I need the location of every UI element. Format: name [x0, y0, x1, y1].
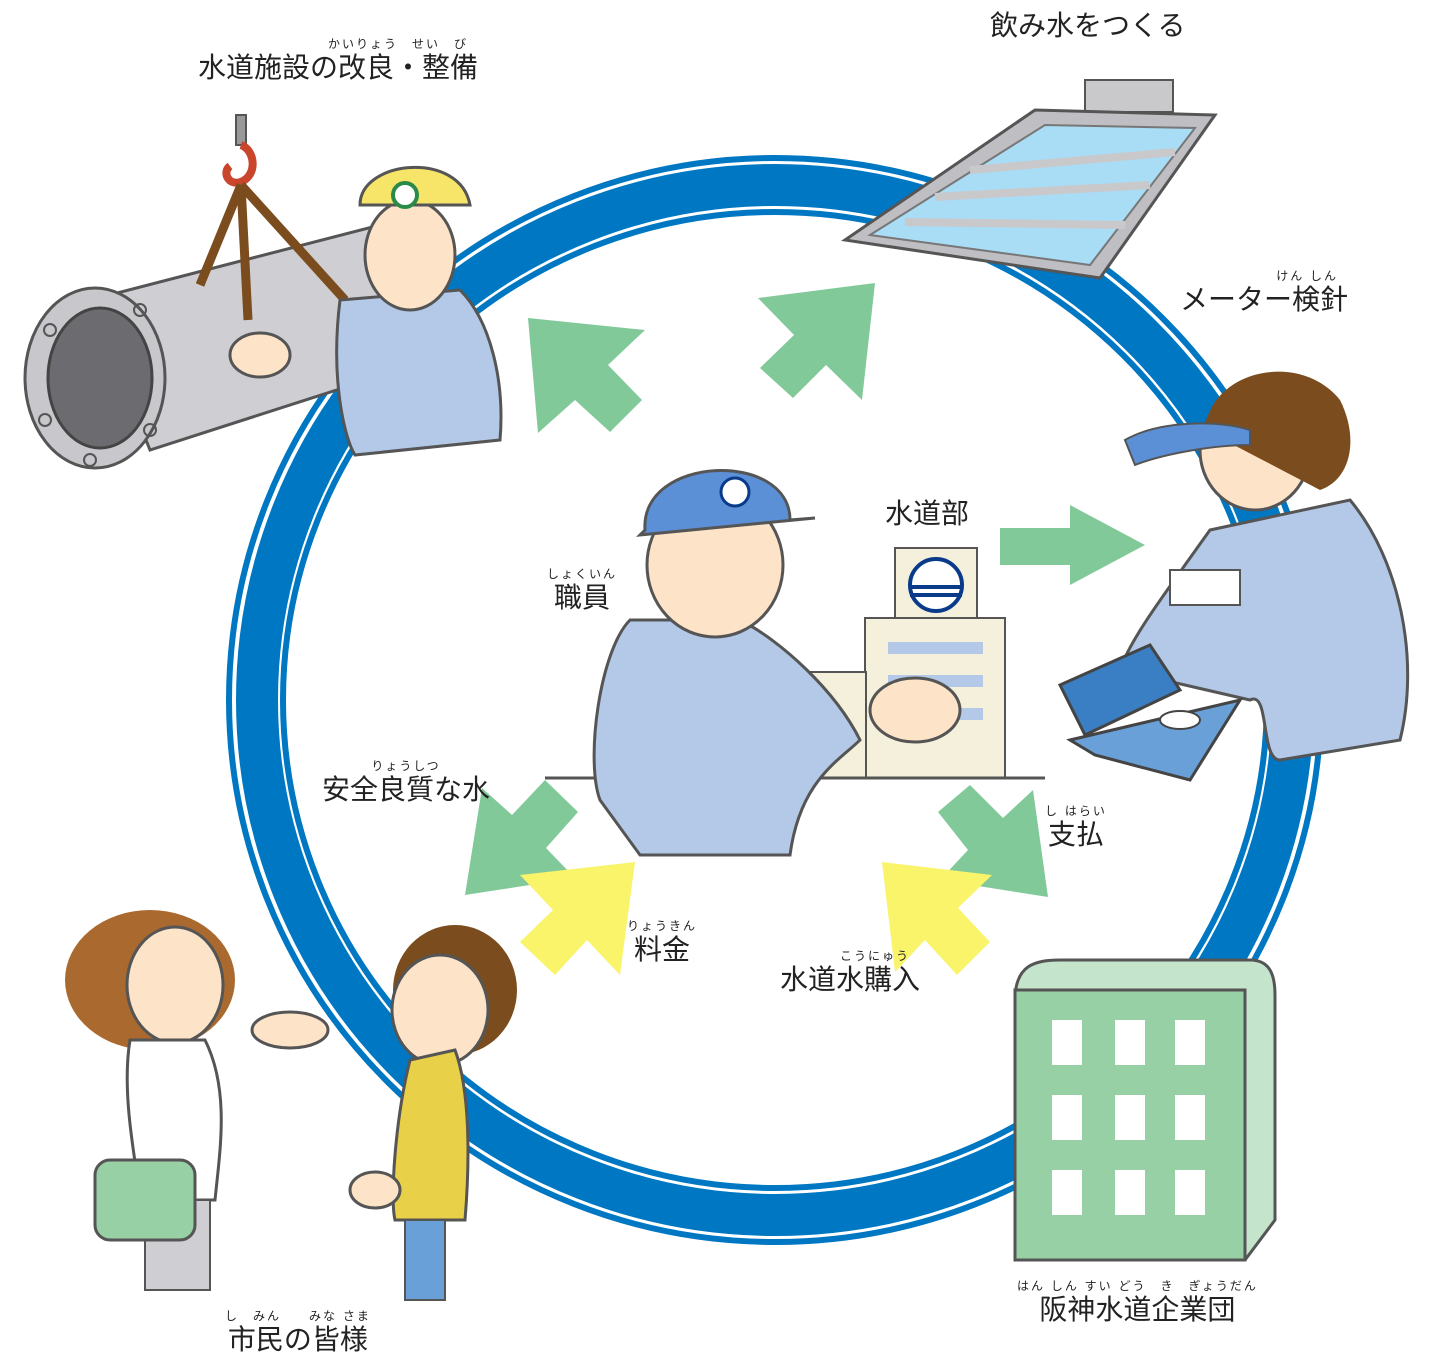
arrow-fee	[520, 862, 635, 975]
label-payment-text: 支払	[1047, 818, 1104, 851]
filtration-tank-icon	[840, 79, 1218, 280]
label-quality-water-text: 安全良質な水	[322, 773, 491, 806]
label-staff: しょくいん 職員	[547, 568, 617, 612]
label-staff-text: 職員	[554, 581, 611, 614]
label-payment-ruby: し はらい	[1045, 804, 1107, 818]
worker-helmet-icon	[228, 165, 503, 457]
label-dept-text: 水道部	[885, 497, 970, 530]
label-hanshin: はん しん すい どう き ぎょうだん 阪神水道企業団	[1017, 1280, 1258, 1324]
meter-reader-icon	[1118, 371, 1410, 762]
arrow-to-facility-clean	[528, 318, 645, 433]
label-facility-ruby: かいりょう せい び	[328, 37, 469, 51]
label-hanshin-text: 阪神水道企業団	[1039, 1293, 1236, 1326]
arrow-to-hanshin	[938, 785, 1048, 897]
arrow-to-drinking-water	[758, 283, 875, 400]
label-fee-text: 料金	[634, 933, 691, 966]
label-purchase: こうにゅう 水道水購入	[780, 950, 920, 994]
label-facility: かいりょう せい び 水道施設の改良・整備	[198, 38, 478, 82]
arrow-purchase	[882, 862, 992, 975]
hanshin-building-icon	[1013, 958, 1277, 1262]
arrow-to-citizens	[465, 780, 578, 895]
label-drinking-water: 飲み水をつくる	[990, 12, 1185, 40]
label-fee-ruby: りょうきん	[627, 919, 698, 933]
label-citizens-text: 市民の皆様	[227, 1323, 368, 1356]
label-payment: し はらい 支払	[1045, 805, 1107, 849]
label-citizens: し みん みな さま 市民の皆様	[225, 1310, 371, 1354]
label-citizens-ruby: し みん みな さま	[225, 1309, 371, 1323]
staff-person-icon	[592, 469, 962, 857]
citizen-girl-icon	[348, 925, 517, 1301]
label-fee: りょうきん 料金	[627, 920, 697, 964]
arrow-to-meter	[1000, 505, 1145, 585]
label-meter-ruby: けん しん	[1276, 269, 1339, 283]
crane-hook-icon	[195, 114, 349, 321]
water-meter-box-icon	[1057, 643, 1244, 782]
label-meter: けん しん メーター検針	[1180, 270, 1348, 314]
citizen-woman-icon	[65, 910, 330, 1291]
label-drinking-water-text: 飲み水をつくる	[990, 9, 1186, 42]
label-quality-water-ruby: りょうしつ	[371, 759, 441, 773]
label-hanshin-ruby: はん しん すい どう き ぎょうだん	[1017, 1279, 1258, 1293]
dept-building-icon	[545, 547, 1045, 780]
label-purchase-ruby: こうにゅう	[840, 949, 911, 963]
label-facility-text: 水道施設の改良・整備	[198, 51, 479, 84]
label-meter-text: メーター検針	[1180, 283, 1349, 316]
label-purchase-text: 水道水購入	[780, 963, 921, 996]
label-dept: 水道部	[885, 500, 969, 528]
label-quality-water: りょうしつ 安全良質な水	[322, 760, 490, 804]
label-staff-ruby: しょくいん	[547, 567, 618, 581]
